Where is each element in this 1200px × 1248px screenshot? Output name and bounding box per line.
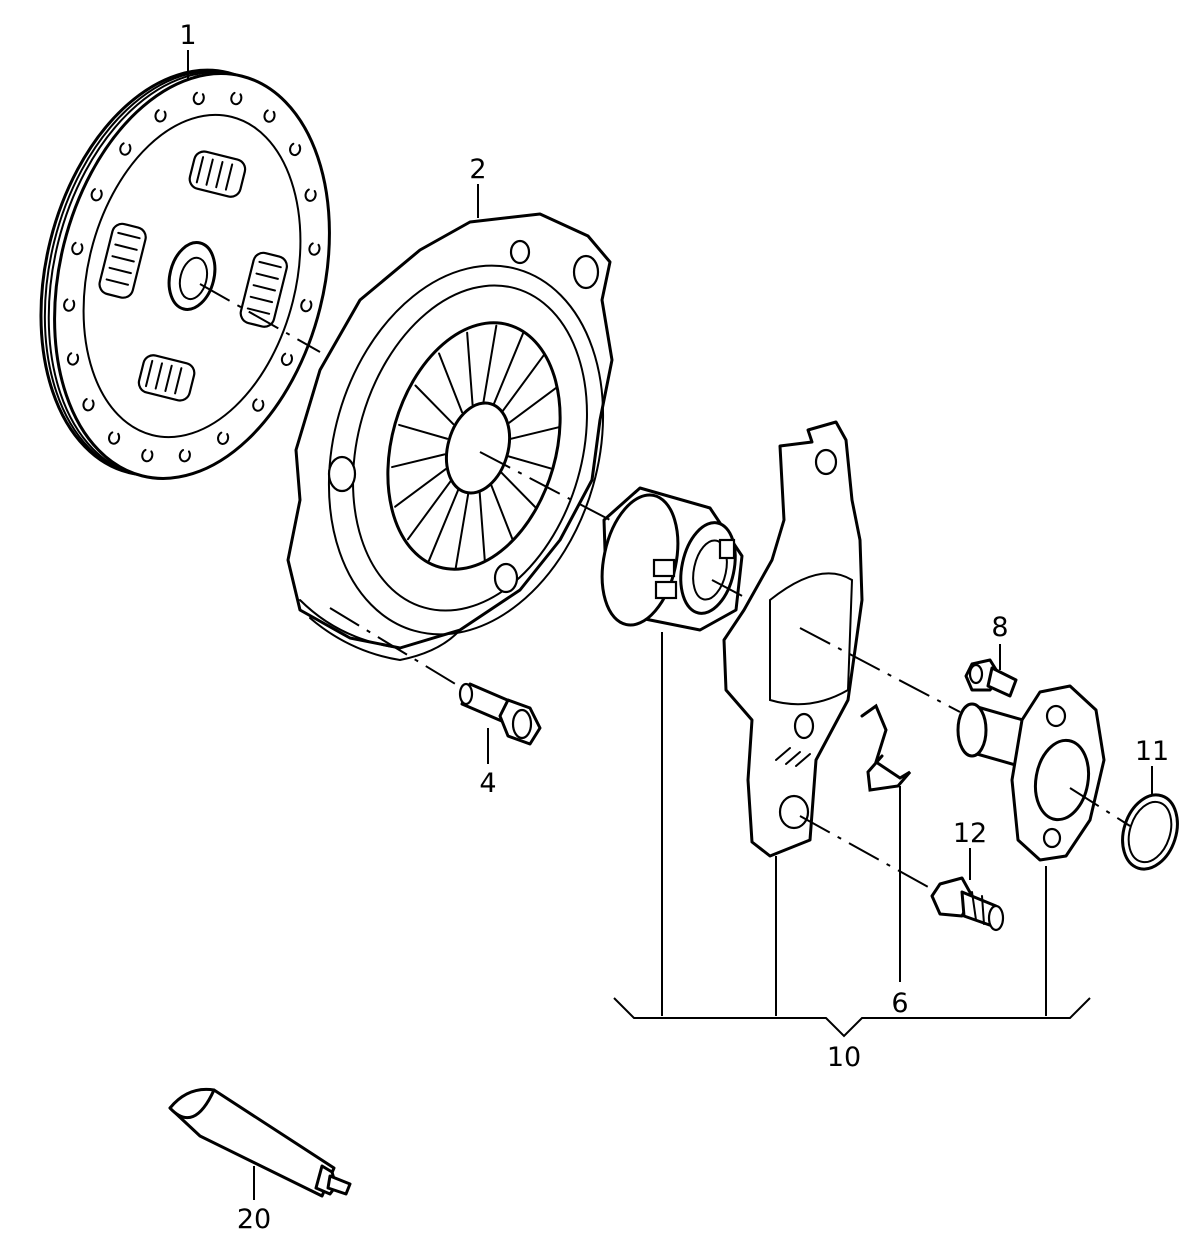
callout-6: 6 [891, 988, 908, 1019]
part-11-o-ring[interactable] [1114, 788, 1187, 876]
part-20-grease-tube[interactable] [168, 1087, 352, 1198]
guide-sleeve[interactable] [956, 684, 1106, 862]
centre-axis-lines [199, 283, 1131, 889]
callout-1: 1 [179, 20, 196, 51]
leader-lines [187, 50, 1153, 1200]
callout-2: 2 [469, 154, 486, 185]
callout-12: 12 [953, 818, 987, 849]
callout-8: 8 [991, 612, 1008, 643]
callout-4: 4 [479, 768, 496, 799]
part-2-pressure-plate[interactable] [286, 212, 644, 667]
callout-labels: 1 2 4 6 8 10 11 12 20 [179, 20, 1169, 1235]
part-12-pivot-pin[interactable] [930, 876, 1005, 932]
part-6-spring-clip[interactable] [860, 703, 912, 792]
release-bearing[interactable] [591, 486, 744, 632]
callout-11: 11 [1135, 736, 1169, 767]
release-fork[interactable] [722, 420, 864, 858]
callout-20: 20 [237, 1204, 271, 1235]
callout-10: 10 [827, 1042, 861, 1073]
part-8-bolt[interactable] [964, 658, 1018, 698]
part-1-clutch-disc[interactable] [1, 41, 370, 508]
part-4-bolt[interactable] [458, 682, 542, 746]
